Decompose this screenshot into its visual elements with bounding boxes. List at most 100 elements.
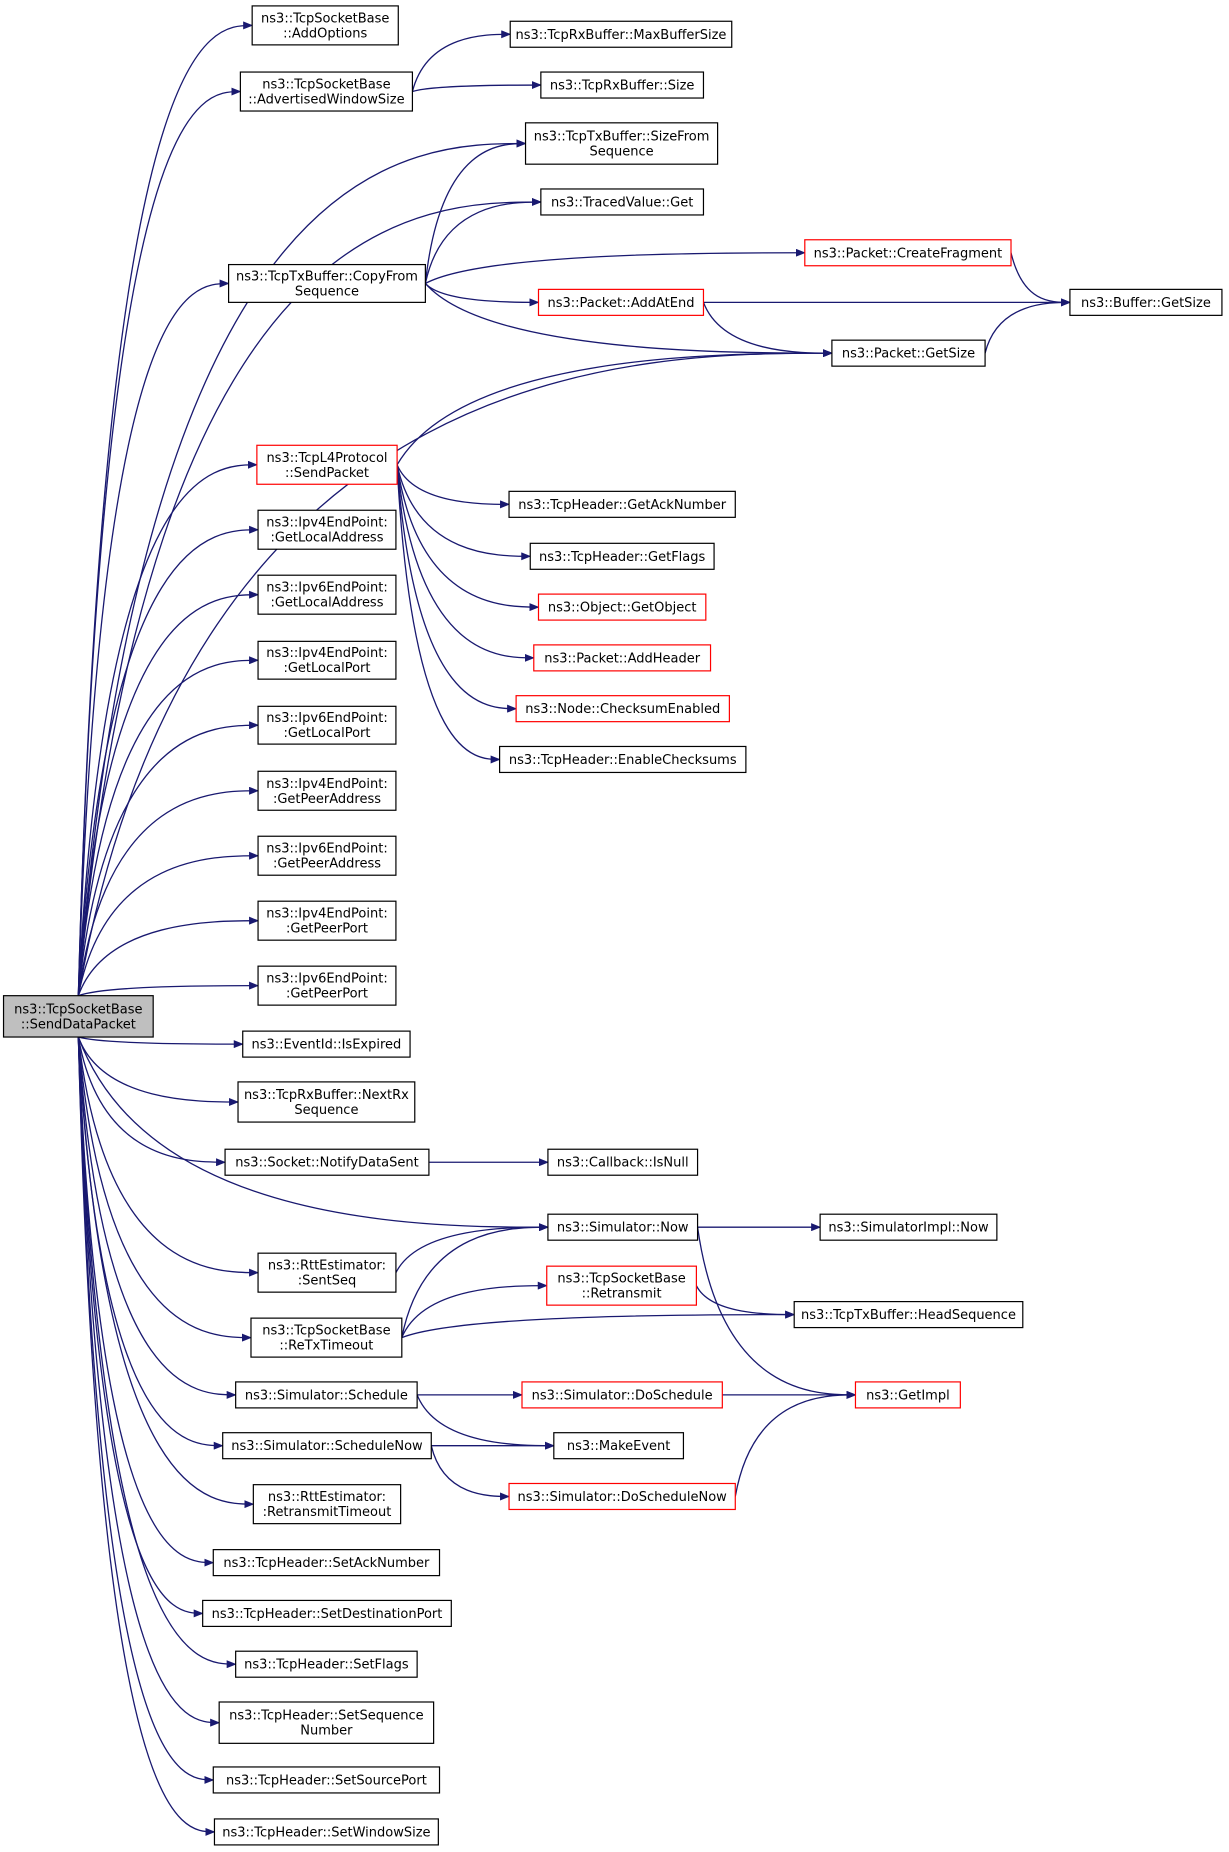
node-rttSentSeq[interactable]: ns3::RttEstimator::SentSeq xyxy=(257,1252,397,1293)
edge-root-to-setSeq xyxy=(77,1037,221,1727)
node-box xyxy=(793,1300,1024,1329)
node-label: :GetLocalAddress xyxy=(270,596,383,611)
node-label: ns3::TcpHeader::SetSequence xyxy=(229,1709,424,1724)
node-v4PeerAddr[interactable]: ns3::Ipv4EndPoint::GetPeerAddress xyxy=(257,770,397,811)
node-implNow[interactable]: ns3::SimulatorImpl::Now xyxy=(819,1213,998,1241)
node-tracedGet[interactable]: ns3::TracedValue::Get xyxy=(540,188,705,216)
node-makeEvent[interactable]: ns3::MakeEvent xyxy=(553,1432,685,1460)
node-addOptions[interactable]: ns3::TcpSocketBase::AddOptions xyxy=(251,5,399,46)
node-setDestPort[interactable]: ns3::TcpHeader::SetDestinationPort xyxy=(202,1599,452,1628)
node-v4LocalAddr[interactable]: ns3::Ipv4EndPoint::GetLocalAddress xyxy=(257,509,397,550)
node-setWin[interactable]: ns3::TcpHeader::SetWindowSize xyxy=(213,1818,439,1846)
edge-root-to-pktGetSize xyxy=(77,349,833,996)
node-label: ns3::Packet::CreateFragment xyxy=(814,246,1003,261)
node-root[interactable]: ns3::TcpSocketBase::SendDataPacket xyxy=(2,995,154,1038)
node-v6PeerPort[interactable]: ns3::Ipv6EndPoint::GetPeerPort xyxy=(257,965,397,1006)
node-v4LocalPort[interactable]: ns3::Ipv4EndPoint::GetLocalPort xyxy=(257,640,397,680)
node-addAtEnd[interactable]: ns3::Packet::AddAtEnd xyxy=(537,288,705,316)
node-l4Send[interactable]: ns3::TcpL4Protocol::SendPacket xyxy=(256,444,398,485)
node-label: :GetPeerAddress xyxy=(273,857,381,872)
node-rttRetxTo[interactable]: ns3::RttEstimator::RetransmitTimeout xyxy=(252,1484,402,1525)
node-label: ns3::Ipv6EndPoint: xyxy=(266,711,387,726)
edge-root-to-rttRetxTo xyxy=(77,1036,255,1509)
node-label: ns3::GetImpl xyxy=(866,1388,950,1403)
node-box xyxy=(521,1381,723,1409)
node-pktGetSize[interactable]: ns3::Packet::GetSize xyxy=(831,339,986,367)
node-bufGetSize[interactable]: ns3::Buffer::GetSize xyxy=(1069,288,1223,316)
node-headSeq[interactable]: ns3::TcpTxBuffer::HeadSequence xyxy=(793,1300,1024,1329)
node-setFlags[interactable]: ns3::TcpHeader::SetFlags xyxy=(235,1650,418,1678)
edge-root-to-simNow xyxy=(77,1036,549,1232)
node-getObject[interactable]: ns3::Object::GetObject xyxy=(537,593,707,621)
edge-l4Send-to-getFlags xyxy=(396,464,532,561)
node-box xyxy=(257,705,397,745)
node-createFrag[interactable]: ns3::Packet::CreateFragment xyxy=(804,239,1012,267)
edge-root-to-l4Send xyxy=(77,460,258,996)
node-retransmit[interactable]: ns3::TcpSocketBase::Retransmit xyxy=(546,1265,697,1306)
node-notifySent[interactable]: ns3::Socket::NotifyDataSent xyxy=(224,1148,430,1176)
node-rxSize[interactable]: ns3::TcpRxBuffer::Size xyxy=(540,71,705,99)
node-label: :GetLocalAddress xyxy=(270,531,383,546)
edge-pktGetSize-to-bufGetSize xyxy=(984,298,1071,354)
node-box xyxy=(222,1432,432,1460)
node-v6PeerAddr[interactable]: ns3::Ipv6EndPoint::GetPeerAddress xyxy=(257,835,397,876)
node-label: :RetransmitTimeout xyxy=(263,1505,392,1520)
node-label: Sequence xyxy=(590,145,654,160)
node-label: ns3::TcpSocketBase xyxy=(557,1272,685,1287)
node-v6LocalPort[interactable]: ns3::Ipv6EndPoint::GetLocalPort xyxy=(257,705,397,745)
node-box xyxy=(257,640,397,680)
node-v6LocalAddr[interactable]: ns3::Ipv6EndPoint::GetLocalAddress xyxy=(257,574,397,615)
node-enableCs[interactable]: ns3::TcpHeader::EnableChecksums xyxy=(499,745,747,774)
node-reTxTimeout[interactable]: ns3::TcpSocketBase::ReTxTimeout xyxy=(250,1317,403,1358)
node-label: ::SendDataPacket xyxy=(21,1017,136,1032)
node-cbIsNull[interactable]: ns3::Callback::IsNull xyxy=(547,1148,699,1176)
node-doScheduleNow[interactable]: ns3::Simulator::DoScheduleNow xyxy=(508,1482,736,1511)
edge-root-to-v4LocalAddr xyxy=(77,525,260,996)
edge-root-to-v6LocalPort xyxy=(77,721,260,996)
node-simNow[interactable]: ns3::Simulator::Now xyxy=(547,1213,699,1241)
edge-root-to-scheduleNow xyxy=(77,1036,224,1450)
node-setSrcPort[interactable]: ns3::TcpHeader::SetSourcePort xyxy=(212,1766,441,1794)
node-label: ns3::TcpRxBuffer::NextRx xyxy=(244,1088,409,1103)
node-box xyxy=(819,1213,998,1241)
edge-root-to-setWin xyxy=(77,1037,216,1836)
node-setAck[interactable]: ns3::TcpHeader::SetAckNumber xyxy=(212,1549,441,1577)
node-advWin[interactable]: ns3::TcpSocketBase::AdvertisedWindowSize xyxy=(239,71,414,112)
node-box xyxy=(515,695,730,723)
node-label: ns3::Simulator::DoSchedule xyxy=(532,1388,713,1403)
node-label: :SentSeq xyxy=(298,1274,356,1289)
node-checksumEn[interactable]: ns3::Node::ChecksumEnabled xyxy=(515,695,730,723)
node-label: ns3::TcpRxBuffer::MaxBufferSize xyxy=(516,28,727,43)
edge-root-to-reTxTimeout xyxy=(77,1036,252,1342)
node-getFlags[interactable]: ns3::TcpHeader::GetFlags xyxy=(529,542,715,570)
node-scheduleNow[interactable]: ns3::Simulator::ScheduleNow xyxy=(222,1432,432,1460)
edge-root-to-v4PeerPort xyxy=(77,916,260,996)
node-box xyxy=(213,1818,439,1846)
node-box xyxy=(2,995,154,1038)
node-box xyxy=(553,1432,685,1460)
node-rxMaxBuf[interactable]: ns3::TcpRxBuffer::MaxBufferSize xyxy=(509,20,733,48)
node-doSchedule[interactable]: ns3::Simulator::DoSchedule xyxy=(521,1381,723,1409)
edge-root-to-copyFrom xyxy=(77,279,230,996)
edge-root-to-txSizeFrom xyxy=(77,139,527,996)
node-label: ns3::TcpTxBuffer::HeadSequence xyxy=(801,1308,1016,1323)
edge-copyFrom-to-txSizeFrom xyxy=(424,139,527,284)
node-box xyxy=(537,593,707,621)
node-box xyxy=(257,1252,397,1293)
node-box xyxy=(252,1484,402,1525)
node-getAck[interactable]: ns3::TcpHeader::GetAckNumber xyxy=(508,490,736,518)
node-v4PeerPort[interactable]: ns3::Ipv4EndPoint::GetPeerPort xyxy=(257,900,397,941)
node-addHeader[interactable]: ns3::Packet::AddHeader xyxy=(533,644,712,672)
node-label: :GetPeerPort xyxy=(286,922,368,937)
node-box xyxy=(546,1265,697,1306)
node-isExpired[interactable]: ns3::EventId::IsExpired xyxy=(242,1030,411,1058)
node-label: ns3::Simulator::Now xyxy=(557,1221,689,1236)
node-getImpl[interactable]: ns3::GetImpl xyxy=(854,1381,961,1409)
node-schedule[interactable]: ns3::Simulator::Schedule xyxy=(235,1381,418,1409)
node-label: ns3::TcpHeader::GetAckNumber xyxy=(518,498,726,513)
